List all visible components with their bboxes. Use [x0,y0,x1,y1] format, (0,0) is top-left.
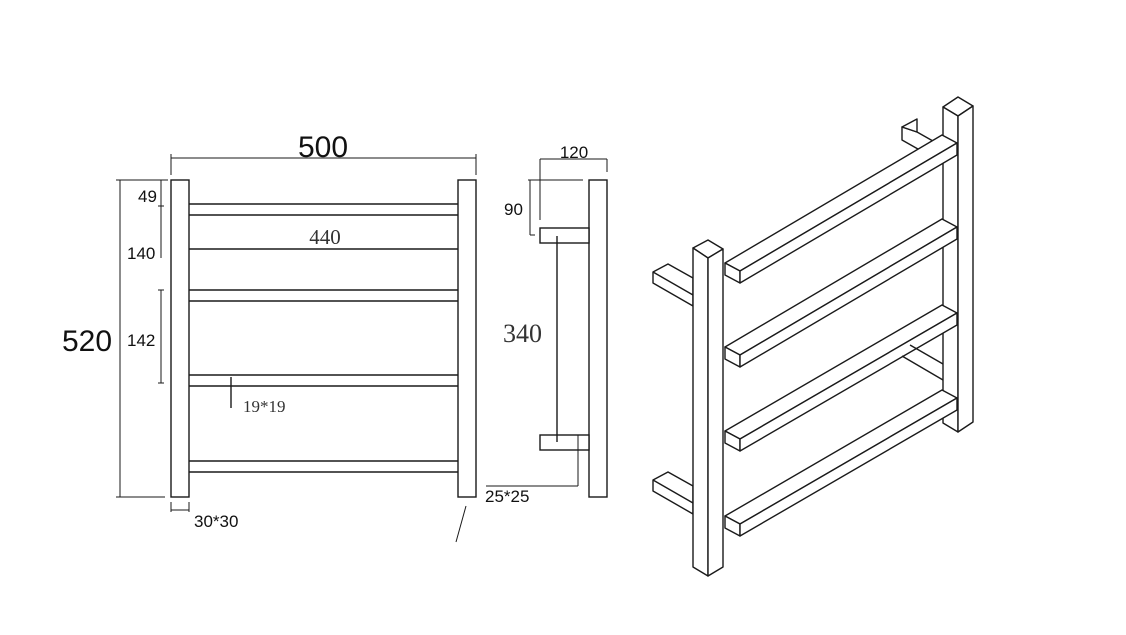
top-offset-label: 49 [138,187,157,206]
bottom-bracket [539,434,590,451]
bracket-offset-label: 90 [504,200,523,219]
spacing-2-label: 142 [127,331,155,350]
spacing-1-label: 140 [127,244,155,263]
bar-section-label: 19*19 [243,397,286,416]
right-post [457,179,477,498]
bars [189,203,458,473]
iso-bars [724,134,958,537]
width-dimension: 500 [170,131,477,175]
isometric-view [652,96,974,577]
bracket-spacing-label: 340 [503,319,542,348]
bar-length-label: 440 [309,225,341,249]
post-section-label: 30*30 [194,512,238,531]
bracket-section-label: 25*25 [485,487,529,506]
side-post [588,179,608,498]
side-view: 120 90 340 25*25 [485,143,608,506]
leader-line [455,505,467,543]
left-post [170,179,190,498]
height-label: 520 [62,325,112,358]
spacing-dimensions: 49 140 142 [127,180,164,384]
width-label: 500 [298,131,348,164]
front-view: 500 440 19*19 520 [62,131,477,543]
height-dimension: 520 [62,179,168,498]
top-bracket [539,227,590,244]
depth-label: 120 [560,143,588,162]
post-section-dimension: 30*30 [170,502,238,531]
